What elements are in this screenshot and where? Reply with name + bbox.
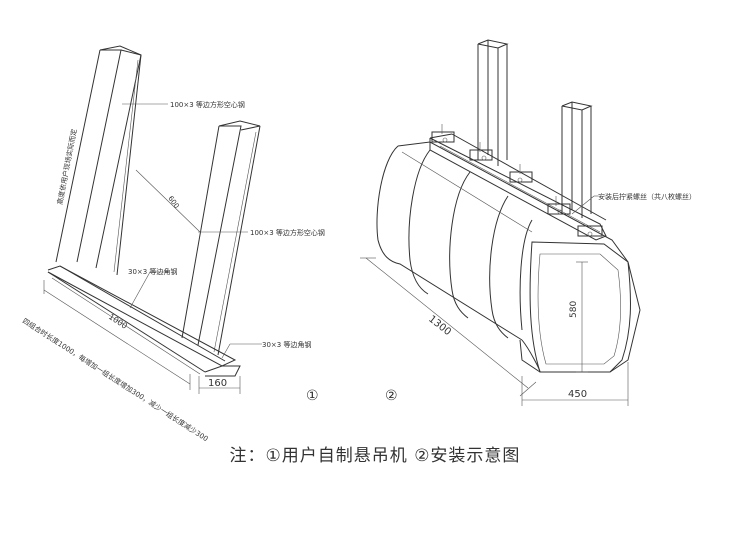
fig2-dim-580-line: 580 <box>569 261 588 373</box>
fig1-dim-160: 160 <box>208 378 227 389</box>
fig2-dim-450: 450 <box>568 389 587 400</box>
fig2-label-bolt: 安装后拧紧螺丝（共八枚螺丝） <box>598 192 696 201</box>
fig1-label-vertical: 高度依用户现场实际而定 <box>55 128 79 205</box>
fig1-angle-steel-rail <box>47 265 241 377</box>
fig1-label-tube-top: 100×3 等边方形空心钢 <box>170 100 245 109</box>
fig2-dim-580: 580 <box>569 301 579 318</box>
fig1-label-angle-bottom: 30×3 等边角钢 <box>262 340 311 349</box>
fig1-dim-600: 600 <box>166 195 180 211</box>
fig1-label-angle-mid: 30×3 等边角钢 <box>128 267 177 276</box>
fig2-dim-450-line: 450 <box>521 362 629 406</box>
fig1-left-square-tube <box>55 45 142 276</box>
fig1-number: ① <box>306 388 319 404</box>
fig1-right-square-tube <box>181 120 261 356</box>
fig2-installation: 1300 580 450 安装后拧紧螺丝（共八枚螺丝） ② <box>360 39 696 406</box>
fig2-body-outline <box>376 141 641 373</box>
fig1-dim-1000: 1000 <box>107 312 129 331</box>
fig1-dim-160-line: 160 <box>198 376 241 394</box>
fig1-dim-600-line: 600 <box>135 169 201 233</box>
fig1-notes: 四组合时长度1000，每增加一组长度增加300，减少一组长度减少300 <box>21 316 210 443</box>
fig2-square-tube-right <box>561 101 593 218</box>
fig2-dim-1300-line: 1300 <box>360 257 537 397</box>
fig2-number: ② <box>385 388 398 404</box>
fig2-square-tube-left <box>477 39 509 166</box>
fig1-label-tube-mid: 100×3 等边方形空心钢 <box>250 228 325 237</box>
fig1-hanger-frame: 600 1000 160 100×3 等边方形空心钢 100×3 等边方形空心钢… <box>21 45 325 443</box>
fig2-top-rail <box>429 124 607 241</box>
fig1-label-notes: 四组合时长度1000，每增加一组长度增加300，减少一组长度减少300 <box>21 316 210 443</box>
figure-caption: 注：①用户自制悬吊机 ②安装示意图 <box>229 446 521 466</box>
